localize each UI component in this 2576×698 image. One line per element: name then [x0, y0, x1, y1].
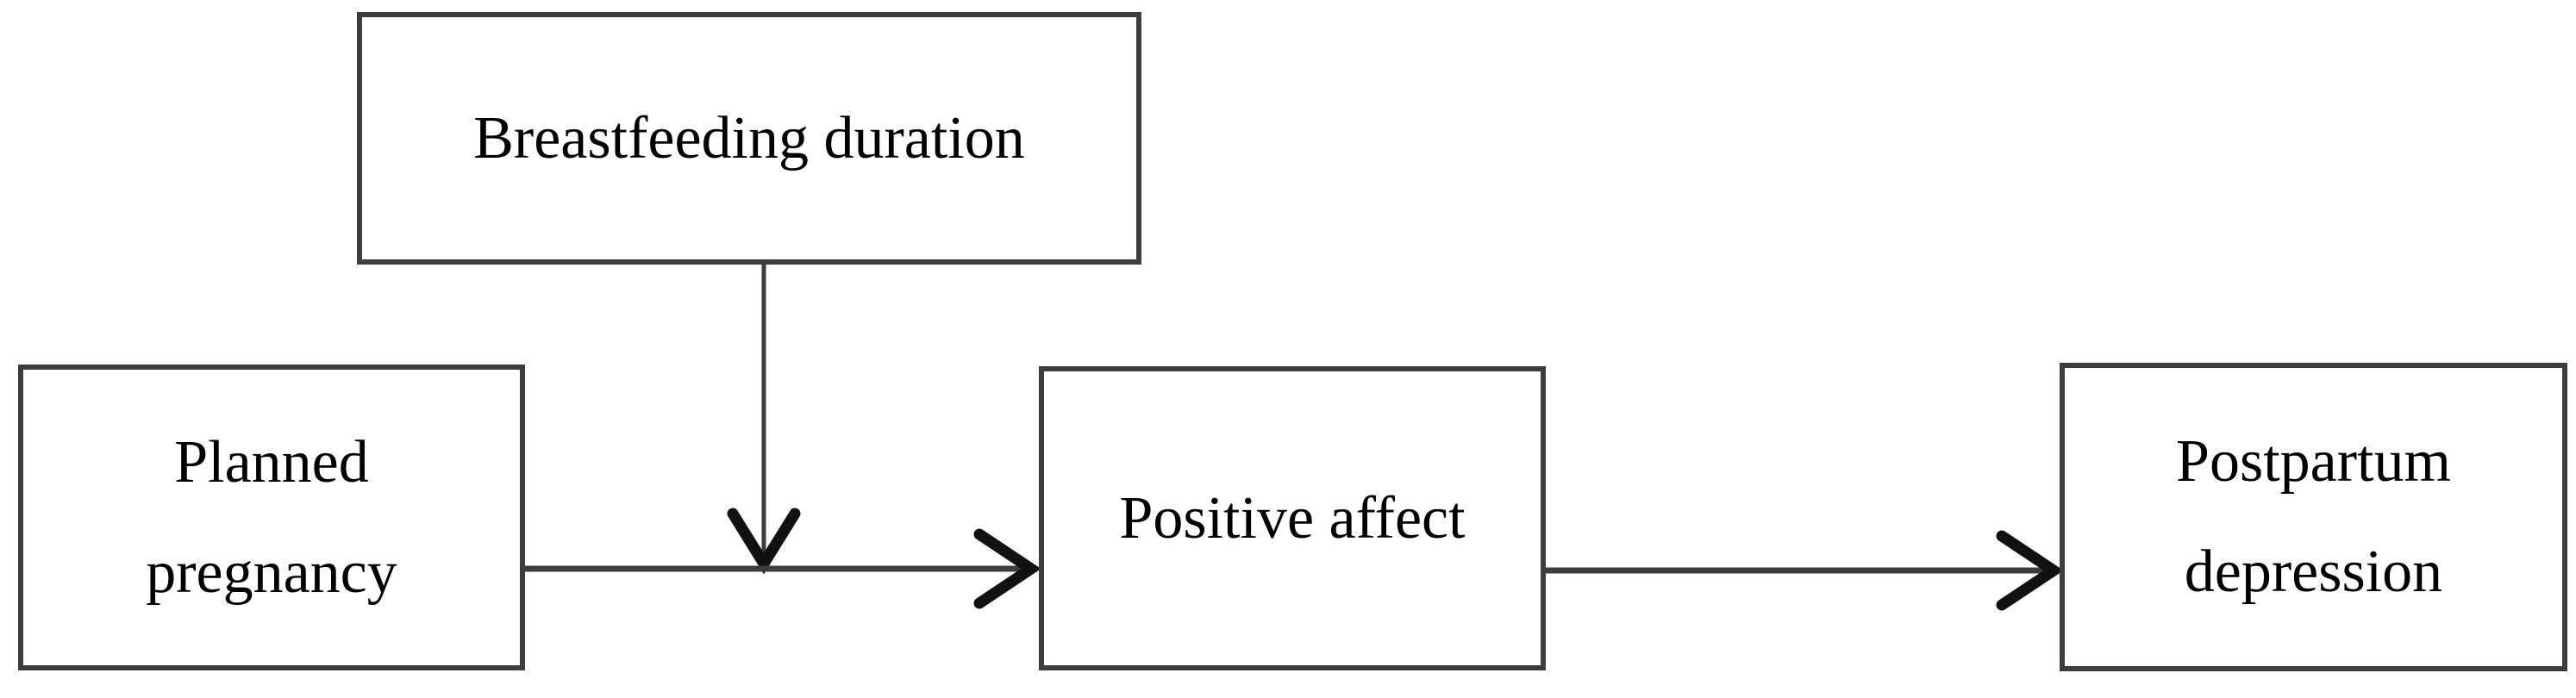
node-planned-pregnancy: Planned pregnancy	[18, 365, 525, 670]
node-planned-pregnancy-label-line2: pregnancy	[146, 539, 397, 606]
arrowhead-right-icon	[973, 528, 1041, 609]
node-postpartum-depression-label-line2: depression	[2184, 539, 2443, 605]
node-breastfeeding-duration: Breastfeeding duration	[357, 12, 1141, 265]
node-planned-pregnancy-label-line1: Planned	[174, 428, 369, 495]
node-positive-affect-label: Positive affect	[1119, 484, 1466, 552]
arrowhead-down-icon	[727, 508, 801, 575]
node-positive-affect: Positive affect	[1039, 366, 1546, 670]
node-postpartum-depression-label-line1: Postpartum	[2176, 428, 2451, 495]
arrowhead-right-icon	[1996, 530, 2064, 611]
node-postpartum-depression: Postpartum depression	[2060, 363, 2567, 671]
node-breastfeeding-duration-label: Breastfeeding duration	[473, 104, 1025, 171]
